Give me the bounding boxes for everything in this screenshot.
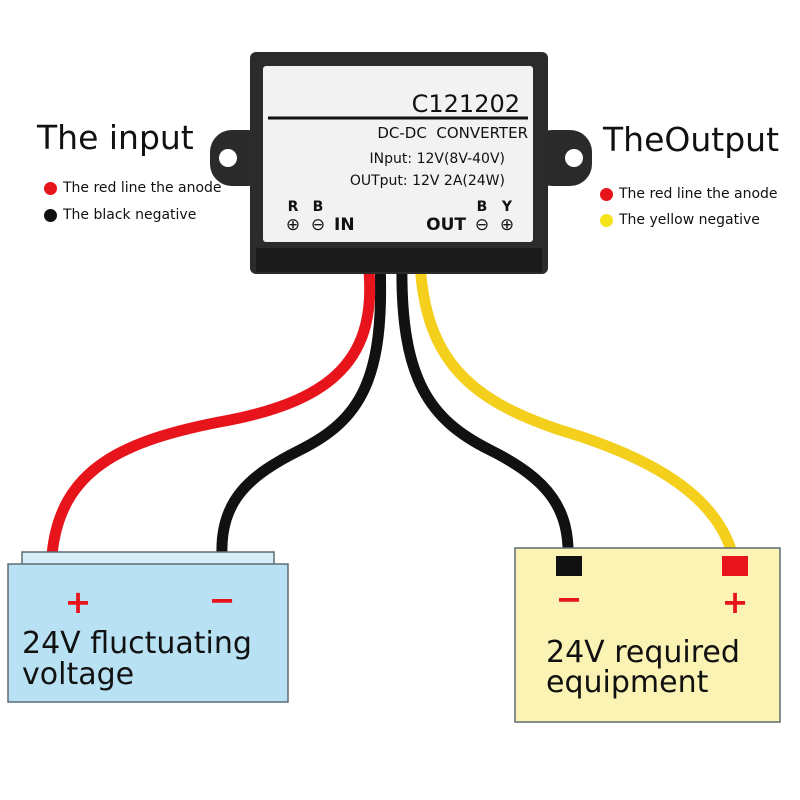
battery-plus-symbol: + <box>65 583 92 621</box>
battery-label-line2: voltage <box>22 657 134 692</box>
output-legend-title: TheOutput <box>603 120 780 159</box>
yellow-output-wire <box>414 256 740 566</box>
converter-model: C121202 <box>412 90 520 118</box>
battery-label-line1: 24V fluctuating <box>22 626 252 661</box>
in-minus-symbol: ⊖ <box>311 215 325 235</box>
output-legend-item-red: The red line the anode <box>600 186 778 202</box>
mounting-hole-right <box>565 149 583 167</box>
converter-type: DC-DC CONVERTER <box>377 124 528 142</box>
in-terminal-label: IN <box>334 215 355 235</box>
equipment-label-line1: 24V required <box>546 635 740 670</box>
red-dot-icon <box>44 181 57 195</box>
in-terminal-b: B <box>313 199 324 215</box>
converter-output-spec: OUTput: 12V 2A(24W) <box>350 173 505 189</box>
mounting-hole-left <box>219 149 237 167</box>
equipment-body <box>514 547 781 723</box>
input-legend-title: The input <box>37 118 194 157</box>
output-legend-item-yellow: The yellow negative <box>600 212 760 228</box>
equipment-minus-symbol: − <box>556 580 583 618</box>
out-terminal-label: OUT <box>426 215 466 235</box>
converter-bottom-edge <box>256 248 542 272</box>
output-legend-text-yellow: The yellow negative <box>619 212 760 228</box>
equipment-positive-terminal <box>722 556 748 576</box>
out-terminal-b: B <box>477 199 488 215</box>
red-dot-icon <box>600 187 613 201</box>
black-input-wire <box>216 256 387 561</box>
input-legend-text-black: The black negative <box>63 207 197 223</box>
converter-label-panel <box>263 66 533 242</box>
input-legend-text-red: The red line the anode <box>63 180 222 196</box>
in-plus-symbol: ⊕ <box>286 215 300 235</box>
red-input-wire <box>46 256 376 561</box>
out-minus-symbol: ⊖ <box>475 215 489 235</box>
black-output-wire <box>396 256 574 566</box>
battery-minus-symbol: − <box>209 581 236 619</box>
input-legend-item-red: The red line the anode <box>44 180 222 196</box>
equipment-plus-symbol: + <box>722 583 749 621</box>
input-battery: + − 24V fluctuating voltage <box>7 551 289 703</box>
out-terminal-y: Y <box>501 199 513 215</box>
out-plus-symbol: ⊕ <box>500 215 514 235</box>
equipment-label-line2: equipment <box>546 665 709 700</box>
battery-body <box>7 563 289 703</box>
yellow-dot-icon <box>600 213 613 227</box>
equipment-negative-terminal <box>556 556 582 576</box>
black-dot-icon <box>44 208 57 222</box>
output-legend-text-red: The red line the anode <box>619 186 778 202</box>
converter-input-spec: INput: 12V(8V-40V) <box>370 151 505 167</box>
output-equipment: − + 24V required equipment <box>514 547 781 723</box>
in-terminal-r: R <box>288 199 299 215</box>
converter-module: C121202 DC-DC CONVERTER INput: 12V(8V-40… <box>210 52 592 274</box>
input-legend-item-black: The black negative <box>44 207 196 223</box>
